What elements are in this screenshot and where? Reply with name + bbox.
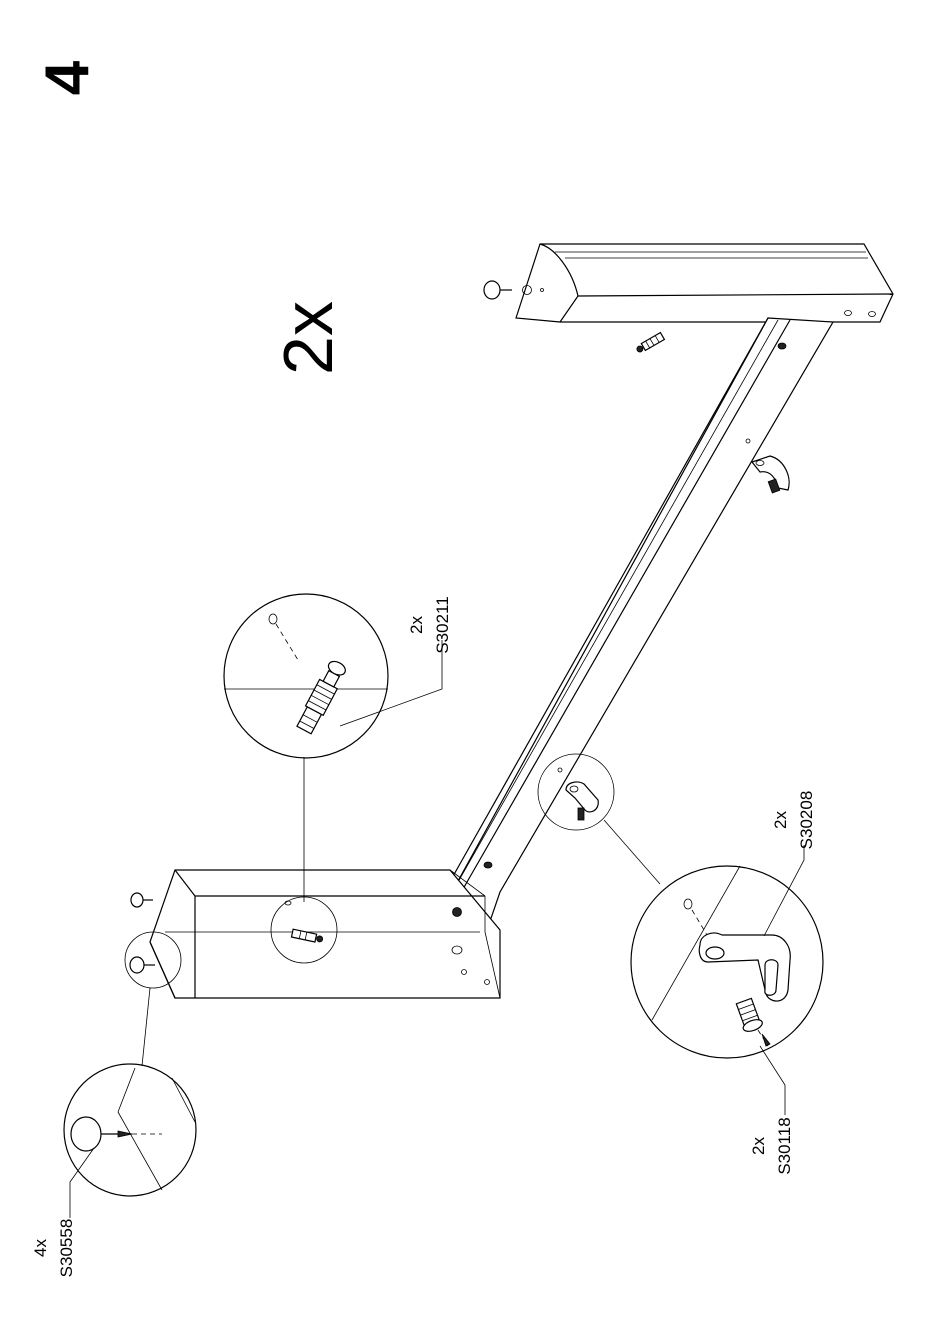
- svg-text:S30208: S30208: [797, 791, 816, 850]
- screw-leader: [760, 1046, 785, 1115]
- glide-detail-circle: [64, 1064, 196, 1196]
- svg-text:S30118: S30118: [775, 1117, 794, 1174]
- svg-text:2x: 2x: [269, 301, 347, 375]
- step-number: 4: [33, 60, 102, 95]
- bracket-connector: [604, 820, 660, 884]
- glide-connector: [142, 988, 150, 1066]
- glide-part-code: S30558: [57, 1219, 76, 1278]
- bottom-leg-part: [130, 870, 500, 998]
- svg-text:2x: 2x: [407, 616, 426, 634]
- diagonal-rail-part: [452, 318, 833, 930]
- bracket-part-code: S30208: [797, 791, 816, 850]
- svg-text:4x: 4x: [31, 1239, 50, 1257]
- dowel-part-code: S30211: [433, 596, 452, 653]
- quantity-label: 2x: [269, 301, 347, 375]
- bracket-detail-circle: [631, 866, 823, 1058]
- dowel-count: 2x: [407, 616, 426, 634]
- bracket-count: 2x: [771, 811, 790, 829]
- screw-count: 2x: [749, 1137, 768, 1155]
- svg-text:2x: 2x: [749, 1137, 768, 1155]
- svg-text:S30211: S30211: [433, 596, 452, 653]
- svg-text:2x: 2x: [771, 811, 790, 829]
- bracket-small: [566, 782, 598, 820]
- dowel-detail-circle: [224, 594, 388, 758]
- svg-text:4: 4: [33, 60, 102, 95]
- top-leg-part: [484, 244, 893, 354]
- svg-text:S30558: S30558: [57, 1219, 76, 1278]
- glide-count: 4x: [31, 1239, 50, 1257]
- screw-part-code: S30118: [775, 1117, 794, 1174]
